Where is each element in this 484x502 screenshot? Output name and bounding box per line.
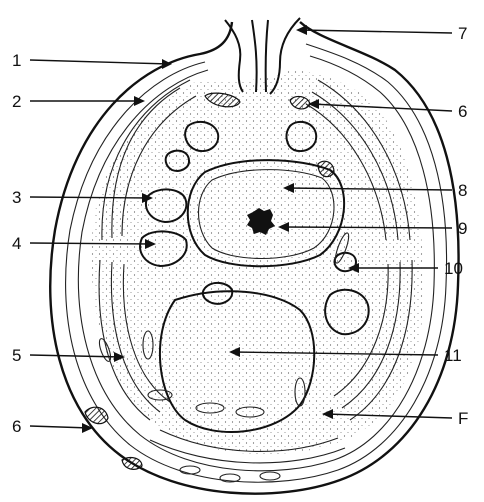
label-10: 10 — [444, 259, 463, 278]
label-9: 9 — [458, 219, 467, 238]
label-2: 2 — [12, 92, 21, 111]
label-6-left: 6 — [12, 417, 21, 436]
label-F: F — [458, 409, 468, 428]
label-6-right: 6 — [458, 102, 467, 121]
label-7: 7 — [458, 24, 467, 43]
label-1: 1 — [12, 51, 21, 70]
label-3: 3 — [12, 188, 21, 207]
label-8: 8 — [458, 181, 467, 200]
label-4: 4 — [12, 234, 21, 253]
label-11: 11 — [444, 346, 462, 365]
cytoplasm-stipple — [92, 70, 424, 454]
label-5: 5 — [12, 346, 21, 365]
